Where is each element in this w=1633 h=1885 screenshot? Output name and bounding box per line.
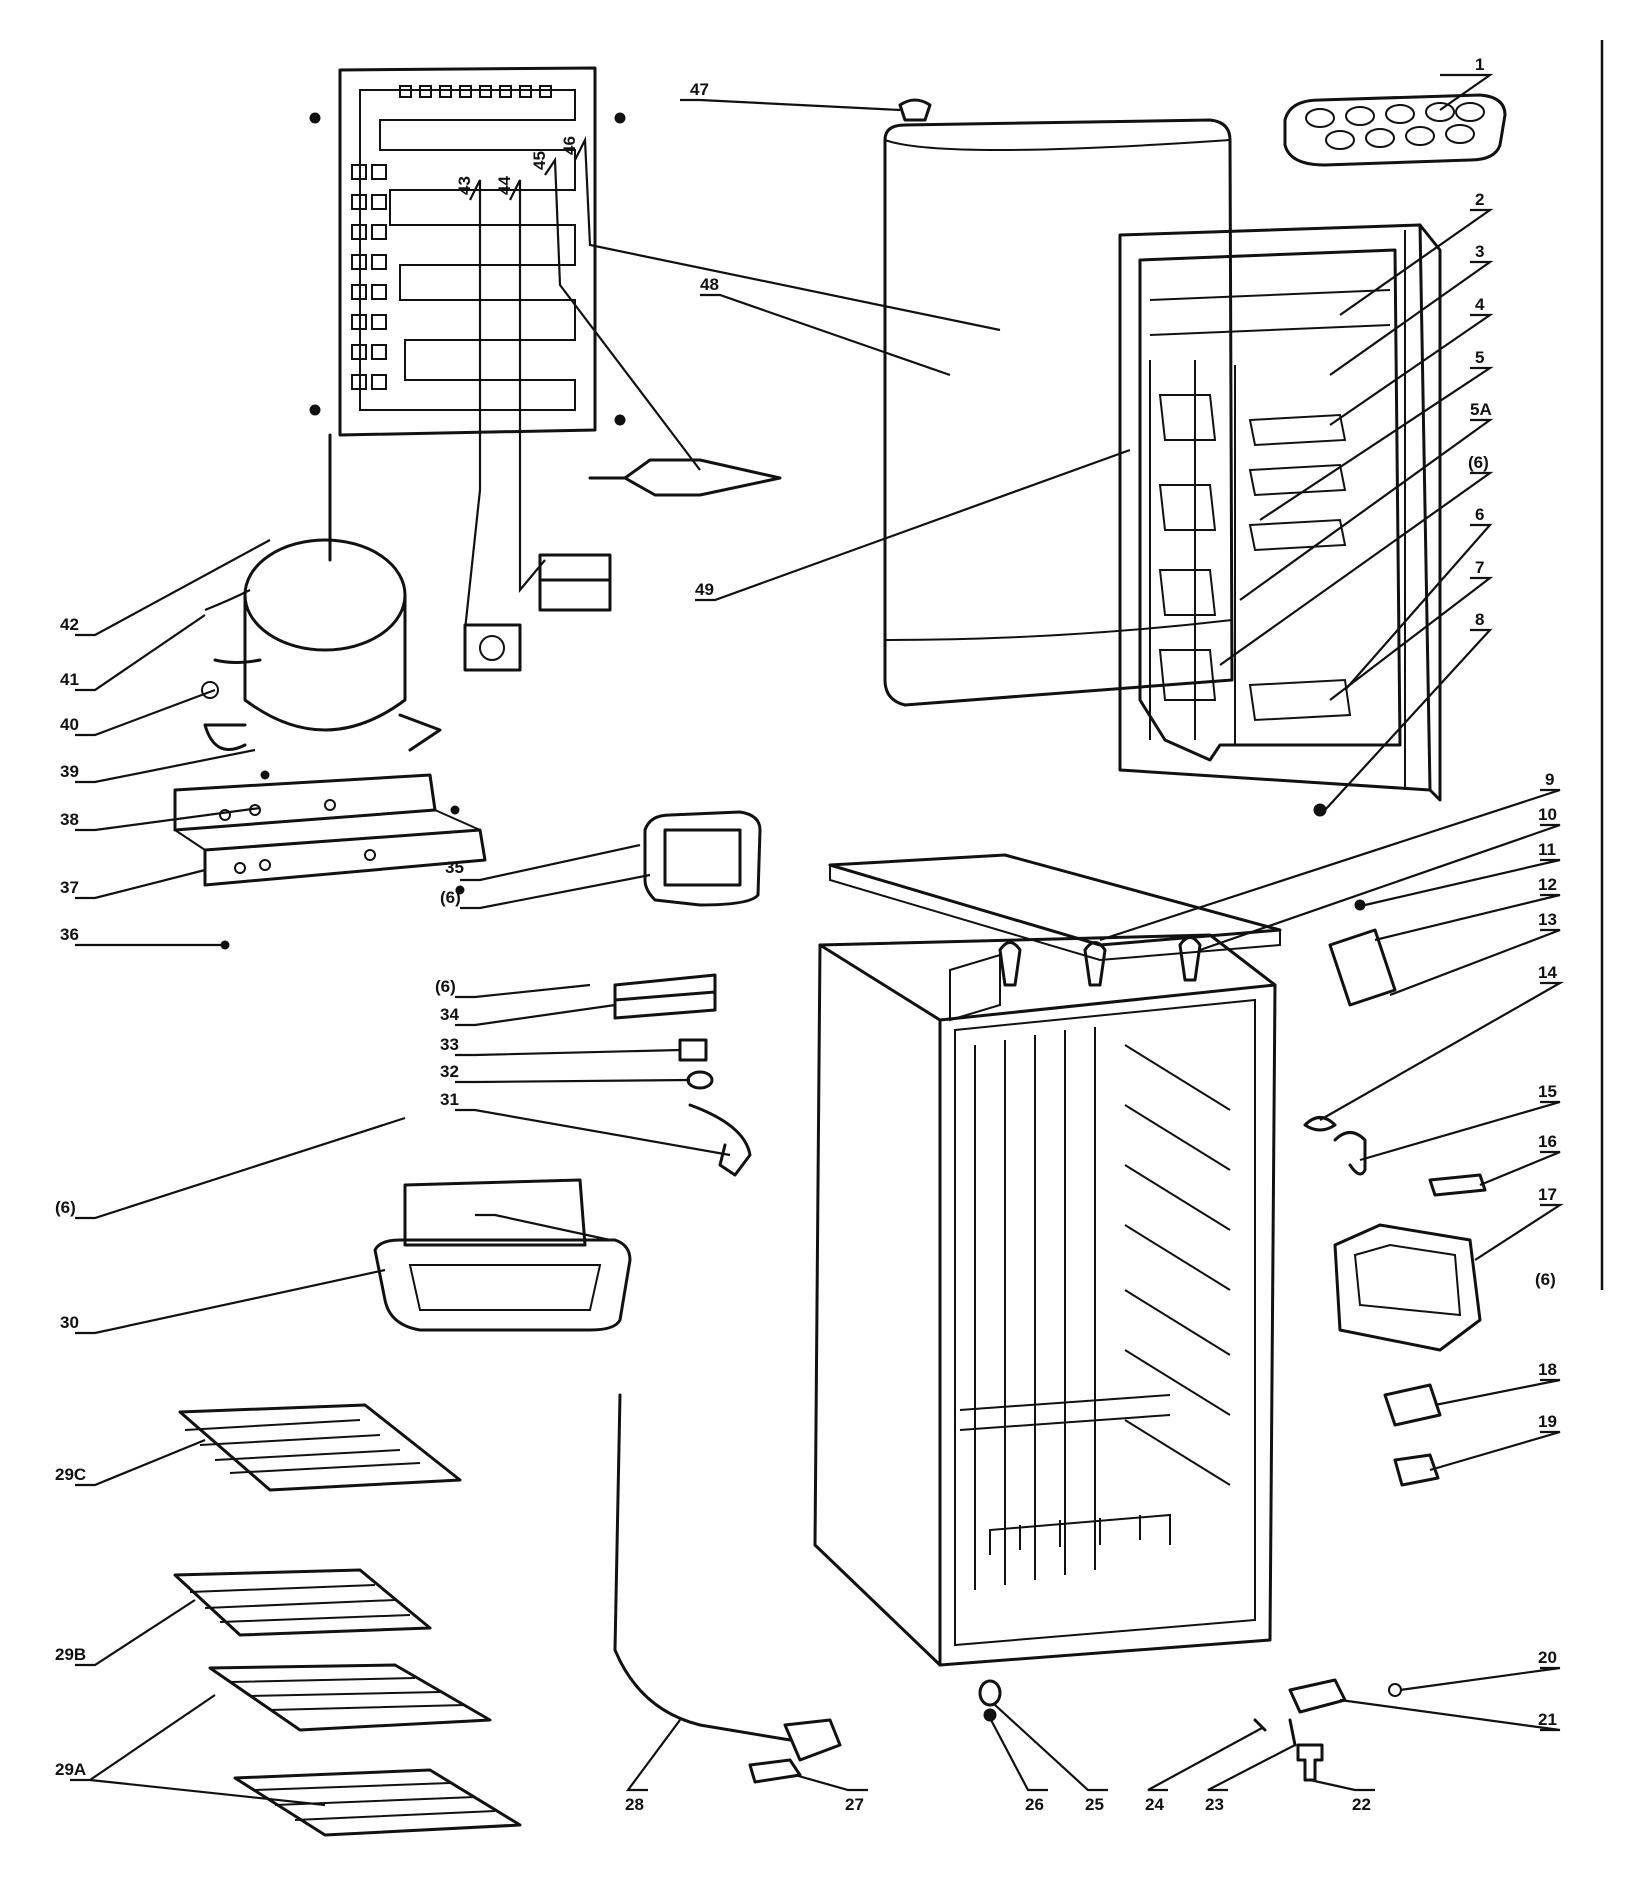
part-16 xyxy=(1428,1173,1487,1197)
shelf-part-29c xyxy=(178,1403,462,1492)
label-33: 33 xyxy=(440,1035,459,1054)
label-10: 10 xyxy=(1538,805,1557,824)
part-31 xyxy=(688,1103,752,1177)
label-30: 30 xyxy=(60,1313,79,1332)
hinge-part-21 xyxy=(1288,1678,1347,1714)
label-47: 47 xyxy=(690,80,709,99)
label-23: 23 xyxy=(1205,1795,1224,1814)
shelf-part-29a-bottom xyxy=(233,1768,522,1837)
label-2: 2 xyxy=(1475,190,1484,209)
door-outer-part-48 xyxy=(883,98,1234,707)
label-16: 16 xyxy=(1538,1132,1557,1151)
label-26: 26 xyxy=(1025,1795,1044,1814)
label-18: 18 xyxy=(1538,1360,1557,1379)
part-26 xyxy=(983,1708,997,1722)
part-15 xyxy=(1333,1131,1367,1176)
foot-part-22 xyxy=(1296,1743,1324,1782)
door-pin-part-47 xyxy=(898,98,932,122)
label-17: 17 xyxy=(1538,1185,1557,1204)
label-3: 3 xyxy=(1475,242,1484,261)
part-14 xyxy=(1303,1116,1337,1132)
shelf-part-29a-top xyxy=(208,1663,492,1732)
label-7: 7 xyxy=(1475,558,1484,577)
label-11: 11 xyxy=(1538,840,1556,859)
label-14: 14 xyxy=(1538,963,1557,982)
label-49: 49 xyxy=(695,580,714,599)
egg-tray-part-1 xyxy=(1283,93,1507,167)
box-part-35 xyxy=(643,810,762,907)
label-29c: 29C xyxy=(55,1465,86,1484)
relay-part-43 xyxy=(463,623,522,672)
part-18 xyxy=(1383,1383,1442,1427)
part-33 xyxy=(678,1038,708,1062)
control-box-part-17 xyxy=(1333,1223,1482,1352)
part-45-strip xyxy=(588,458,782,497)
label-40: 40 xyxy=(60,715,79,734)
label-6-controlbox: (6) xyxy=(1535,1270,1556,1289)
label-34: 34 xyxy=(440,1005,459,1024)
label-31: 31 xyxy=(440,1090,459,1109)
label-25: 25 xyxy=(1085,1795,1104,1814)
label-24: 24 xyxy=(1145,1795,1164,1814)
base-plate-part-37 xyxy=(173,770,487,950)
callout-labels: 1 2 3 4 5 5A (6) 6 7 8 9 10 11 12 13 14 … xyxy=(55,55,1557,1814)
part-23 xyxy=(1288,1718,1297,1747)
label-5a: 5A xyxy=(1470,400,1492,419)
label-5: 5 xyxy=(1475,348,1484,367)
label-32: 32 xyxy=(440,1062,459,1081)
label-44: 44 xyxy=(495,176,514,195)
label-29a: 29A xyxy=(55,1760,86,1779)
label-42: 42 xyxy=(60,615,79,634)
label-39: 39 xyxy=(60,762,79,781)
label-19: 19 xyxy=(1538,1412,1557,1431)
screw-part-11 xyxy=(1354,899,1366,911)
label-6-plate: (6) xyxy=(435,977,456,996)
label-27: 27 xyxy=(845,1795,864,1814)
label-41: 41 xyxy=(60,670,79,689)
label-6: 6 xyxy=(1475,505,1484,524)
door-inner-part-49 xyxy=(1118,223,1442,817)
label-6-box: (6) xyxy=(440,888,461,907)
shelf-part-29b xyxy=(173,1568,432,1637)
label-1: 1 xyxy=(1475,55,1484,74)
part-19 xyxy=(1393,1453,1440,1487)
label-35: 35 xyxy=(445,858,464,877)
leader-lines xyxy=(70,73,1565,1807)
label-21: 21 xyxy=(1538,1710,1557,1729)
evaporator-part-46 xyxy=(309,66,626,562)
label-6-tray: (6) xyxy=(55,1198,76,1217)
label-28: 28 xyxy=(625,1795,644,1814)
label-20: 20 xyxy=(1538,1648,1557,1667)
label-22: 22 xyxy=(1352,1795,1371,1814)
plate-part-34 xyxy=(613,973,717,1020)
part-25 xyxy=(978,1679,1002,1707)
label-37: 37 xyxy=(60,878,79,897)
part-24 xyxy=(1253,1718,1267,1732)
label-12: 12 xyxy=(1538,875,1557,894)
compressor-part-42 xyxy=(201,538,442,752)
label-13: 13 xyxy=(1538,910,1557,929)
part-27 xyxy=(748,1758,802,1784)
label-36: 36 xyxy=(60,925,79,944)
drip-tray-part-30 xyxy=(373,1178,632,1332)
label-6-door: (6) xyxy=(1468,453,1489,472)
bracket-part-44 xyxy=(538,553,612,612)
label-29b: 29B xyxy=(55,1645,86,1664)
label-46: 46 xyxy=(560,136,579,155)
part-20 xyxy=(1388,1683,1402,1697)
label-8: 8 xyxy=(1475,610,1484,629)
label-45: 45 xyxy=(530,151,549,170)
label-4: 4 xyxy=(1475,295,1485,314)
part-32 xyxy=(686,1070,714,1090)
power-cord-part-28 xyxy=(613,1393,842,1762)
label-48: 48 xyxy=(700,275,719,294)
label-15: 15 xyxy=(1538,1082,1557,1101)
cabinet-body xyxy=(813,853,1282,1667)
label-43: 43 xyxy=(455,176,474,195)
label-38: 38 xyxy=(60,810,79,829)
label-9: 9 xyxy=(1545,770,1554,789)
hinge-part-13 xyxy=(1328,928,1397,1007)
